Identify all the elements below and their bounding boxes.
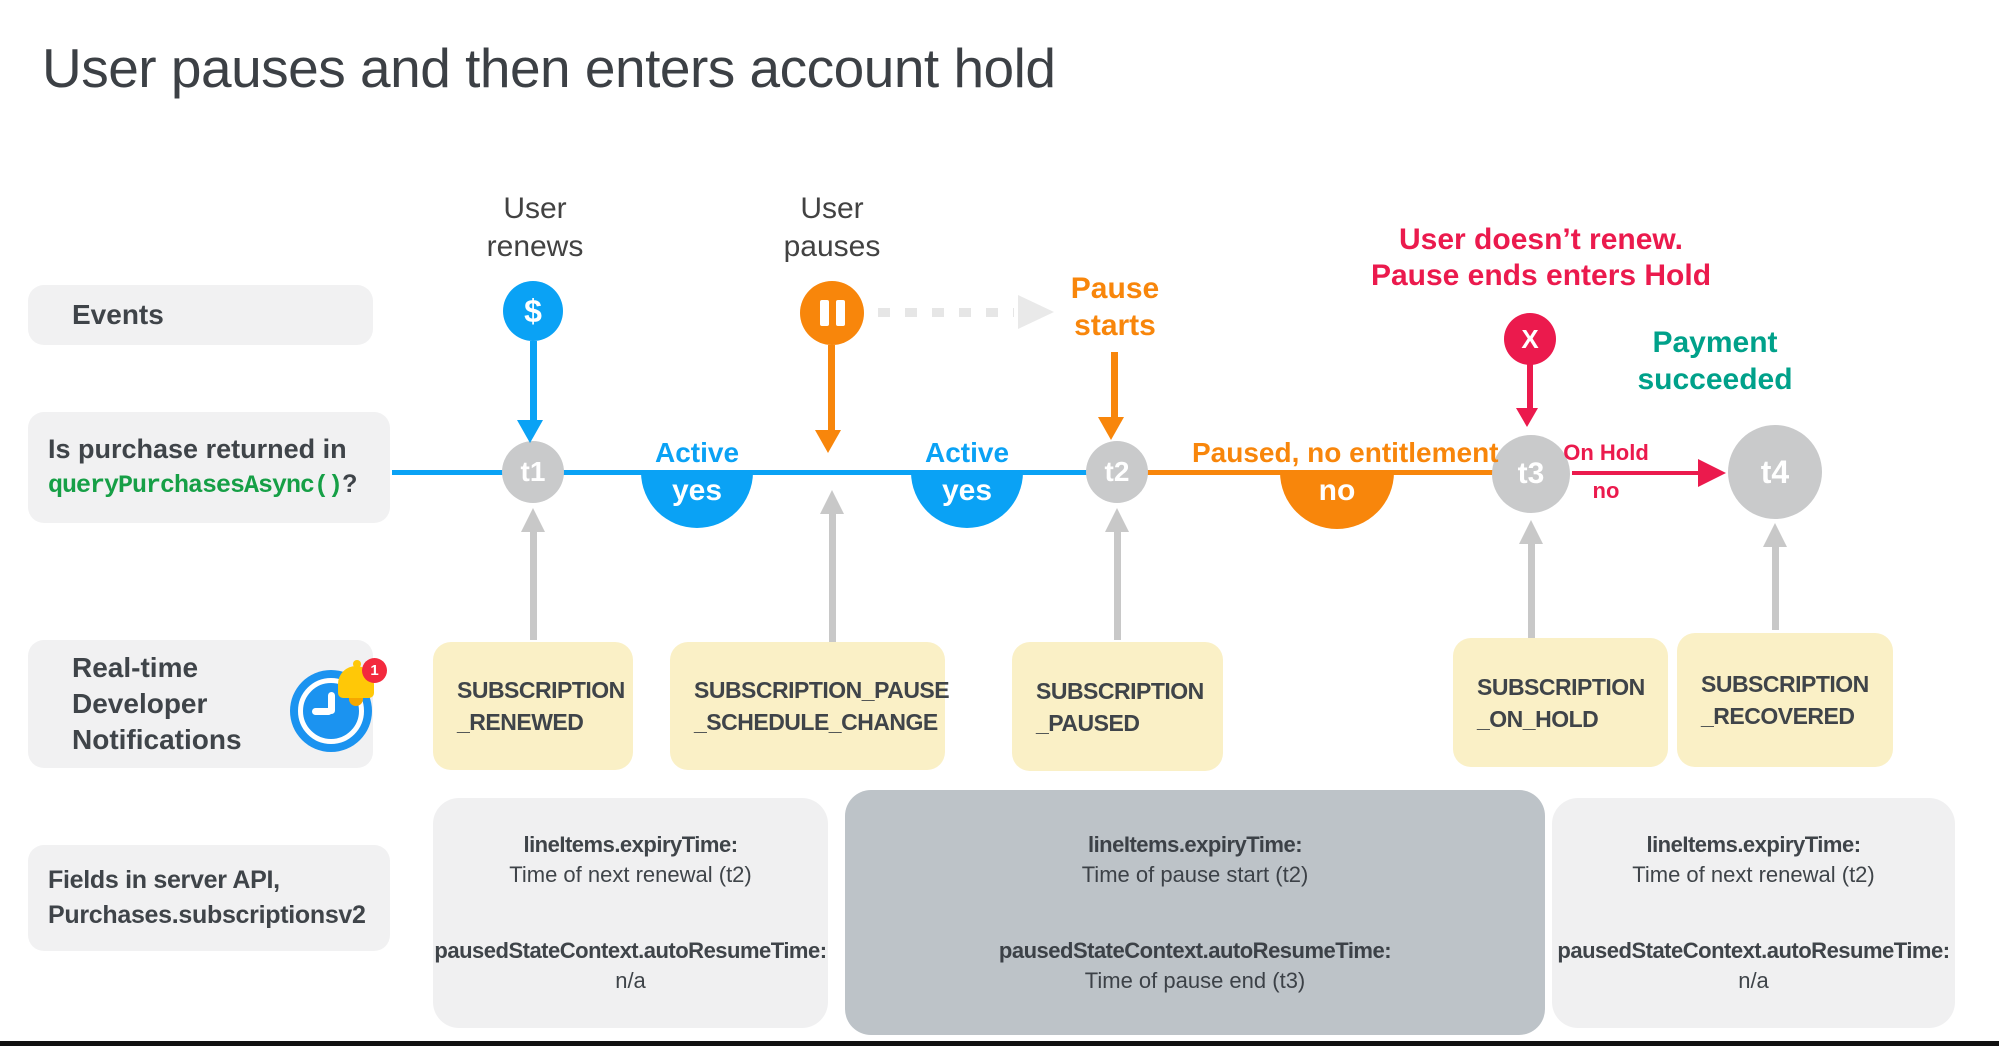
page-title: User pauses and then enters account hold [42,37,1056,99]
active-label-1: Active [654,437,740,468]
query-purchases-code: queryPurchasesAsync() [48,471,343,500]
onhold-arrowhead [1698,459,1726,487]
paused-no-entitlement-label: Paused, no entitlement [1192,437,1499,468]
active-label-2: Active [924,437,1010,468]
rtdn-arrow-t1-shaft [530,530,537,640]
pause-arrowhead [815,430,841,453]
fields-row-label: Fields in server API, Purchases.subscrip… [28,845,390,951]
field-value: Time of next renewal (t2) [509,862,752,887]
rtdn-arrow-t4 [1763,523,1787,547]
field-value: Time of next renewal (t2) [1632,862,1875,887]
field-name: lineItems.expiryTime: [1646,832,1861,857]
field-name: pausedStateContext.autoResumeTime: [434,938,827,963]
rtdn-arrow-schedule [820,490,844,514]
payment-succeeded-text: Payment succeeded [1637,326,1793,396]
timeline-active-segment [392,470,1117,475]
entitlement-yes-2: yes [911,472,1023,528]
fields-label: Fields in server API, Purchases.subscrip… [48,866,366,929]
hold-heading-text: User doesn’t renew. Pause ends enters Ho… [1370,223,1712,292]
timeline-node-t3: t3 [1492,435,1570,513]
pause-arrow [828,345,835,431]
purchase-question-line2: queryPurchasesAsync()? [48,467,390,503]
entitlement-no: no [1280,472,1394,529]
timeline-onhold-segment [1572,471,1700,475]
timeline-node-t1: t1 [502,441,564,503]
clock-notification-icon: 1 [290,658,387,754]
field-name: lineItems.expiryTime: [523,832,738,857]
renew-arrowhead [517,420,543,443]
field-value: Time of pause start (t2) [1081,861,1309,887]
api-fields-box-1: lineItems.expiryTime: Time of next renew… [433,798,828,1028]
rtdn-arrow-t3 [1519,520,1543,544]
pause-starts-arrow [1111,352,1118,418]
bottom-divider [0,1041,1999,1046]
field-name: pausedStateContext.autoResumeTime: [998,937,1392,963]
user-renews-text: User renews [486,192,584,263]
rtdn-subscription-pause-schedule-change: SUBSCRIPTION_PAUSE _SCHEDULE_CHANGE [670,642,950,770]
deferred-pause-arrowhead [1018,295,1054,329]
pause-icon [800,281,864,345]
on-hold-label: On Hold [1563,440,1649,465]
rtdn-arrow-schedule-shaft [829,512,836,642]
renew-arrow [530,341,537,421]
deferred-pause-dotted-line [878,308,1014,317]
rtdn-row-label: Real-time Developer Notifications 1 [28,640,387,768]
dollar-icon: $ [503,281,563,341]
field-value: n/a [615,968,646,993]
cancel-x-icon: X [1504,313,1556,365]
field-value: Time of pause end (t3) [1084,967,1306,993]
timeline-node-t4: t4 [1728,425,1822,519]
purchase-question-label: Is purchase returned in queryPurchasesAs… [28,412,390,523]
rtdn-subscription-on-hold: SUBSCRIPTION _ON_HOLD [1453,638,1668,767]
pause-starts-arrowhead [1098,417,1124,440]
events-row-label: Events [28,285,373,345]
api-fields-box-2-highlighted: lineItems.expiryTime: Time of pause star… [845,790,1545,1035]
rtdn-arrow-t2 [1105,508,1129,532]
pause-starts-text: Pause starts [1070,272,1160,342]
rtdn-arrow-t1 [521,508,545,532]
field-value: n/a [1738,968,1769,993]
purchase-question-line1: Is purchase returned in [48,434,347,464]
entitlement-yes-1: yes [641,472,753,528]
question-mark: ? [342,470,358,498]
field-name: lineItems.expiryTime: [1087,831,1303,857]
rtdn-subscription-renewed: SUBSCRIPTION _RENEWED [433,642,633,770]
field-name: pausedStateContext.autoResumeTime: [1557,938,1950,963]
on-hold-answer: no [1592,478,1620,503]
rtdn-label: Real-time Developer Notifications [72,652,242,755]
events-label: Events [72,299,164,330]
rtdn-arrow-t3-shaft [1528,542,1535,638]
api-fields-box-3: lineItems.expiryTime: Time of next renew… [1552,798,1955,1028]
rtdn-subscription-recovered: SUBSCRIPTION _RECOVERED [1677,633,1893,767]
rtdn-arrow-t2-shaft [1114,530,1121,640]
rtdn-subscription-paused: SUBSCRIPTION _PAUSED [1012,642,1223,771]
hold-arrowhead [1516,408,1538,427]
hold-arrow [1527,363,1533,409]
rtdn-arrow-t4-shaft [1772,545,1779,630]
user-pauses-text: User pauses [783,192,881,263]
timeline-node-t2: t2 [1086,441,1148,503]
notification-badge: 1 [362,658,387,683]
